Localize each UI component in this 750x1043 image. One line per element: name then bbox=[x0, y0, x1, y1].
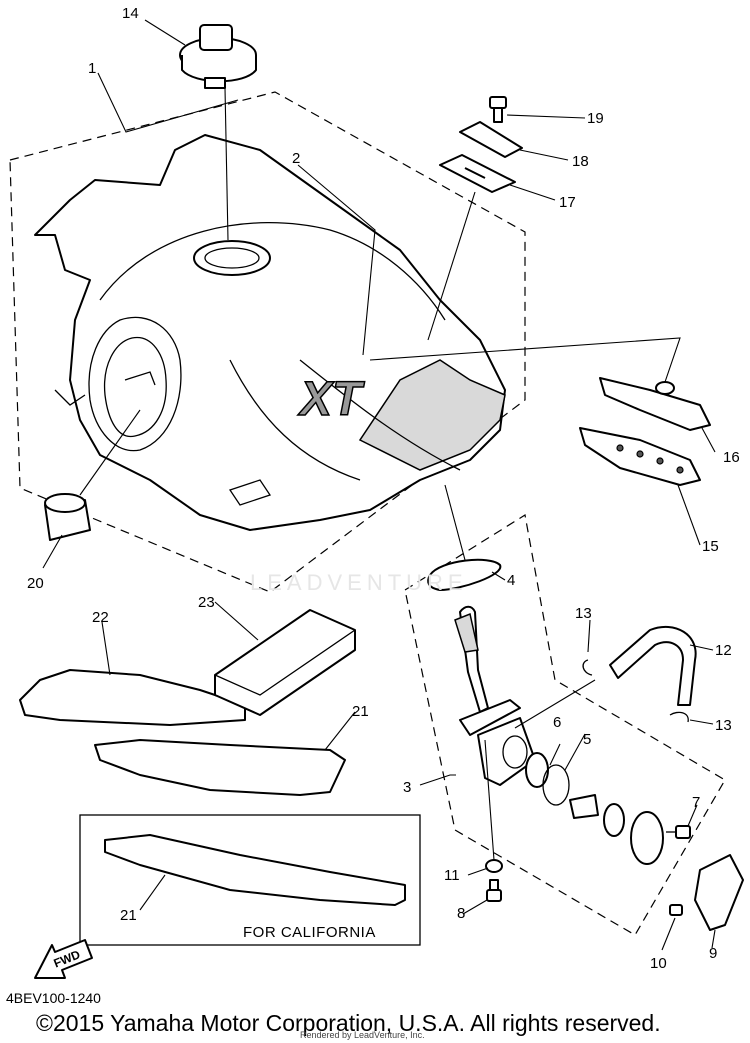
o-ring-6 bbox=[525, 752, 549, 788]
part-label-2: 2 bbox=[292, 150, 300, 167]
part-label-4: 4 bbox=[507, 572, 515, 589]
part-label-13-top: 13 bbox=[575, 605, 592, 622]
bolt-19 bbox=[489, 96, 507, 123]
california-label: FOR CALIFORNIA bbox=[243, 924, 376, 941]
part-label-8: 8 bbox=[457, 905, 465, 922]
screw-8 bbox=[486, 879, 502, 902]
part-label-19: 19 bbox=[587, 110, 604, 127]
fuel-tank-assembly-outline bbox=[9, 91, 526, 593]
washer-11 bbox=[485, 859, 503, 873]
screw-7 bbox=[666, 825, 691, 839]
part-label-6: 6 bbox=[553, 714, 561, 731]
filler-neck bbox=[193, 240, 271, 276]
part-label-17: 17 bbox=[559, 194, 576, 211]
fuel-cock bbox=[454, 605, 536, 786]
damper-23 bbox=[214, 609, 356, 716]
damper-22 bbox=[19, 669, 246, 726]
fuel-hose-12 bbox=[609, 625, 697, 706]
fuel-cock-assembly-outline bbox=[404, 514, 726, 936]
tank-emblem: XT bbox=[297, 373, 365, 426]
grommet-20 bbox=[44, 493, 91, 541]
part-label-7: 7 bbox=[692, 794, 700, 811]
diagram-code: 4BEV100-1240 bbox=[6, 990, 101, 1006]
california-box bbox=[79, 814, 421, 946]
screw-10 bbox=[669, 904, 683, 916]
part-label-9: 9 bbox=[709, 945, 717, 962]
lever-knob-9 bbox=[694, 854, 744, 931]
part-label-22: 22 bbox=[92, 609, 109, 626]
part-label-11: 11 bbox=[444, 867, 460, 884]
fuel-tank: XT bbox=[34, 134, 506, 531]
part-label-5: 5 bbox=[583, 731, 591, 748]
part-label-21-california: 21 bbox=[120, 907, 137, 924]
cushion-18 bbox=[459, 121, 523, 158]
part-label-16: 16 bbox=[723, 449, 740, 466]
clip-13-bottom bbox=[669, 711, 689, 723]
rendered-by-note: Rendered by LeadVenture, Inc. bbox=[300, 1030, 425, 1040]
watermark: LEADVENTURE bbox=[250, 570, 468, 595]
damper-17 bbox=[439, 154, 516, 193]
part-number-labels: 1 2 3 4 5 6 7 8 9 10 11 12 13 13 14 15 1… bbox=[27, 5, 740, 972]
part-label-23: 23 bbox=[198, 594, 215, 611]
part-label-1: 1 bbox=[88, 60, 96, 77]
part-label-21: 21 bbox=[352, 703, 369, 720]
gasket-4 bbox=[427, 558, 502, 591]
fwd-arrow-icon: FWD bbox=[34, 939, 93, 979]
damper-21 bbox=[94, 739, 346, 796]
part-label-14: 14 bbox=[122, 5, 139, 22]
part-label-18: 18 bbox=[572, 153, 589, 170]
part-label-15: 15 bbox=[702, 538, 719, 555]
filler-neck-inner bbox=[204, 247, 260, 269]
part-label-13-bottom: 13 bbox=[715, 717, 732, 734]
leader-lines bbox=[42, 19, 716, 951]
clip-13-top bbox=[582, 659, 593, 676]
fuel-tank-cap bbox=[179, 24, 257, 89]
lever-assembly bbox=[569, 794, 664, 865]
part-label-3: 3 bbox=[403, 779, 411, 796]
copyright-notice: ©2015 Yamaha Motor Corporation, U.S.A. A… bbox=[36, 1010, 661, 1036]
part-label-12: 12 bbox=[715, 642, 732, 659]
part-label-20: 20 bbox=[27, 575, 44, 592]
part-label-10: 10 bbox=[650, 955, 667, 972]
side-cover-16 bbox=[599, 377, 711, 431]
o-ring-5 bbox=[542, 764, 570, 806]
damper-21-california bbox=[104, 834, 406, 906]
